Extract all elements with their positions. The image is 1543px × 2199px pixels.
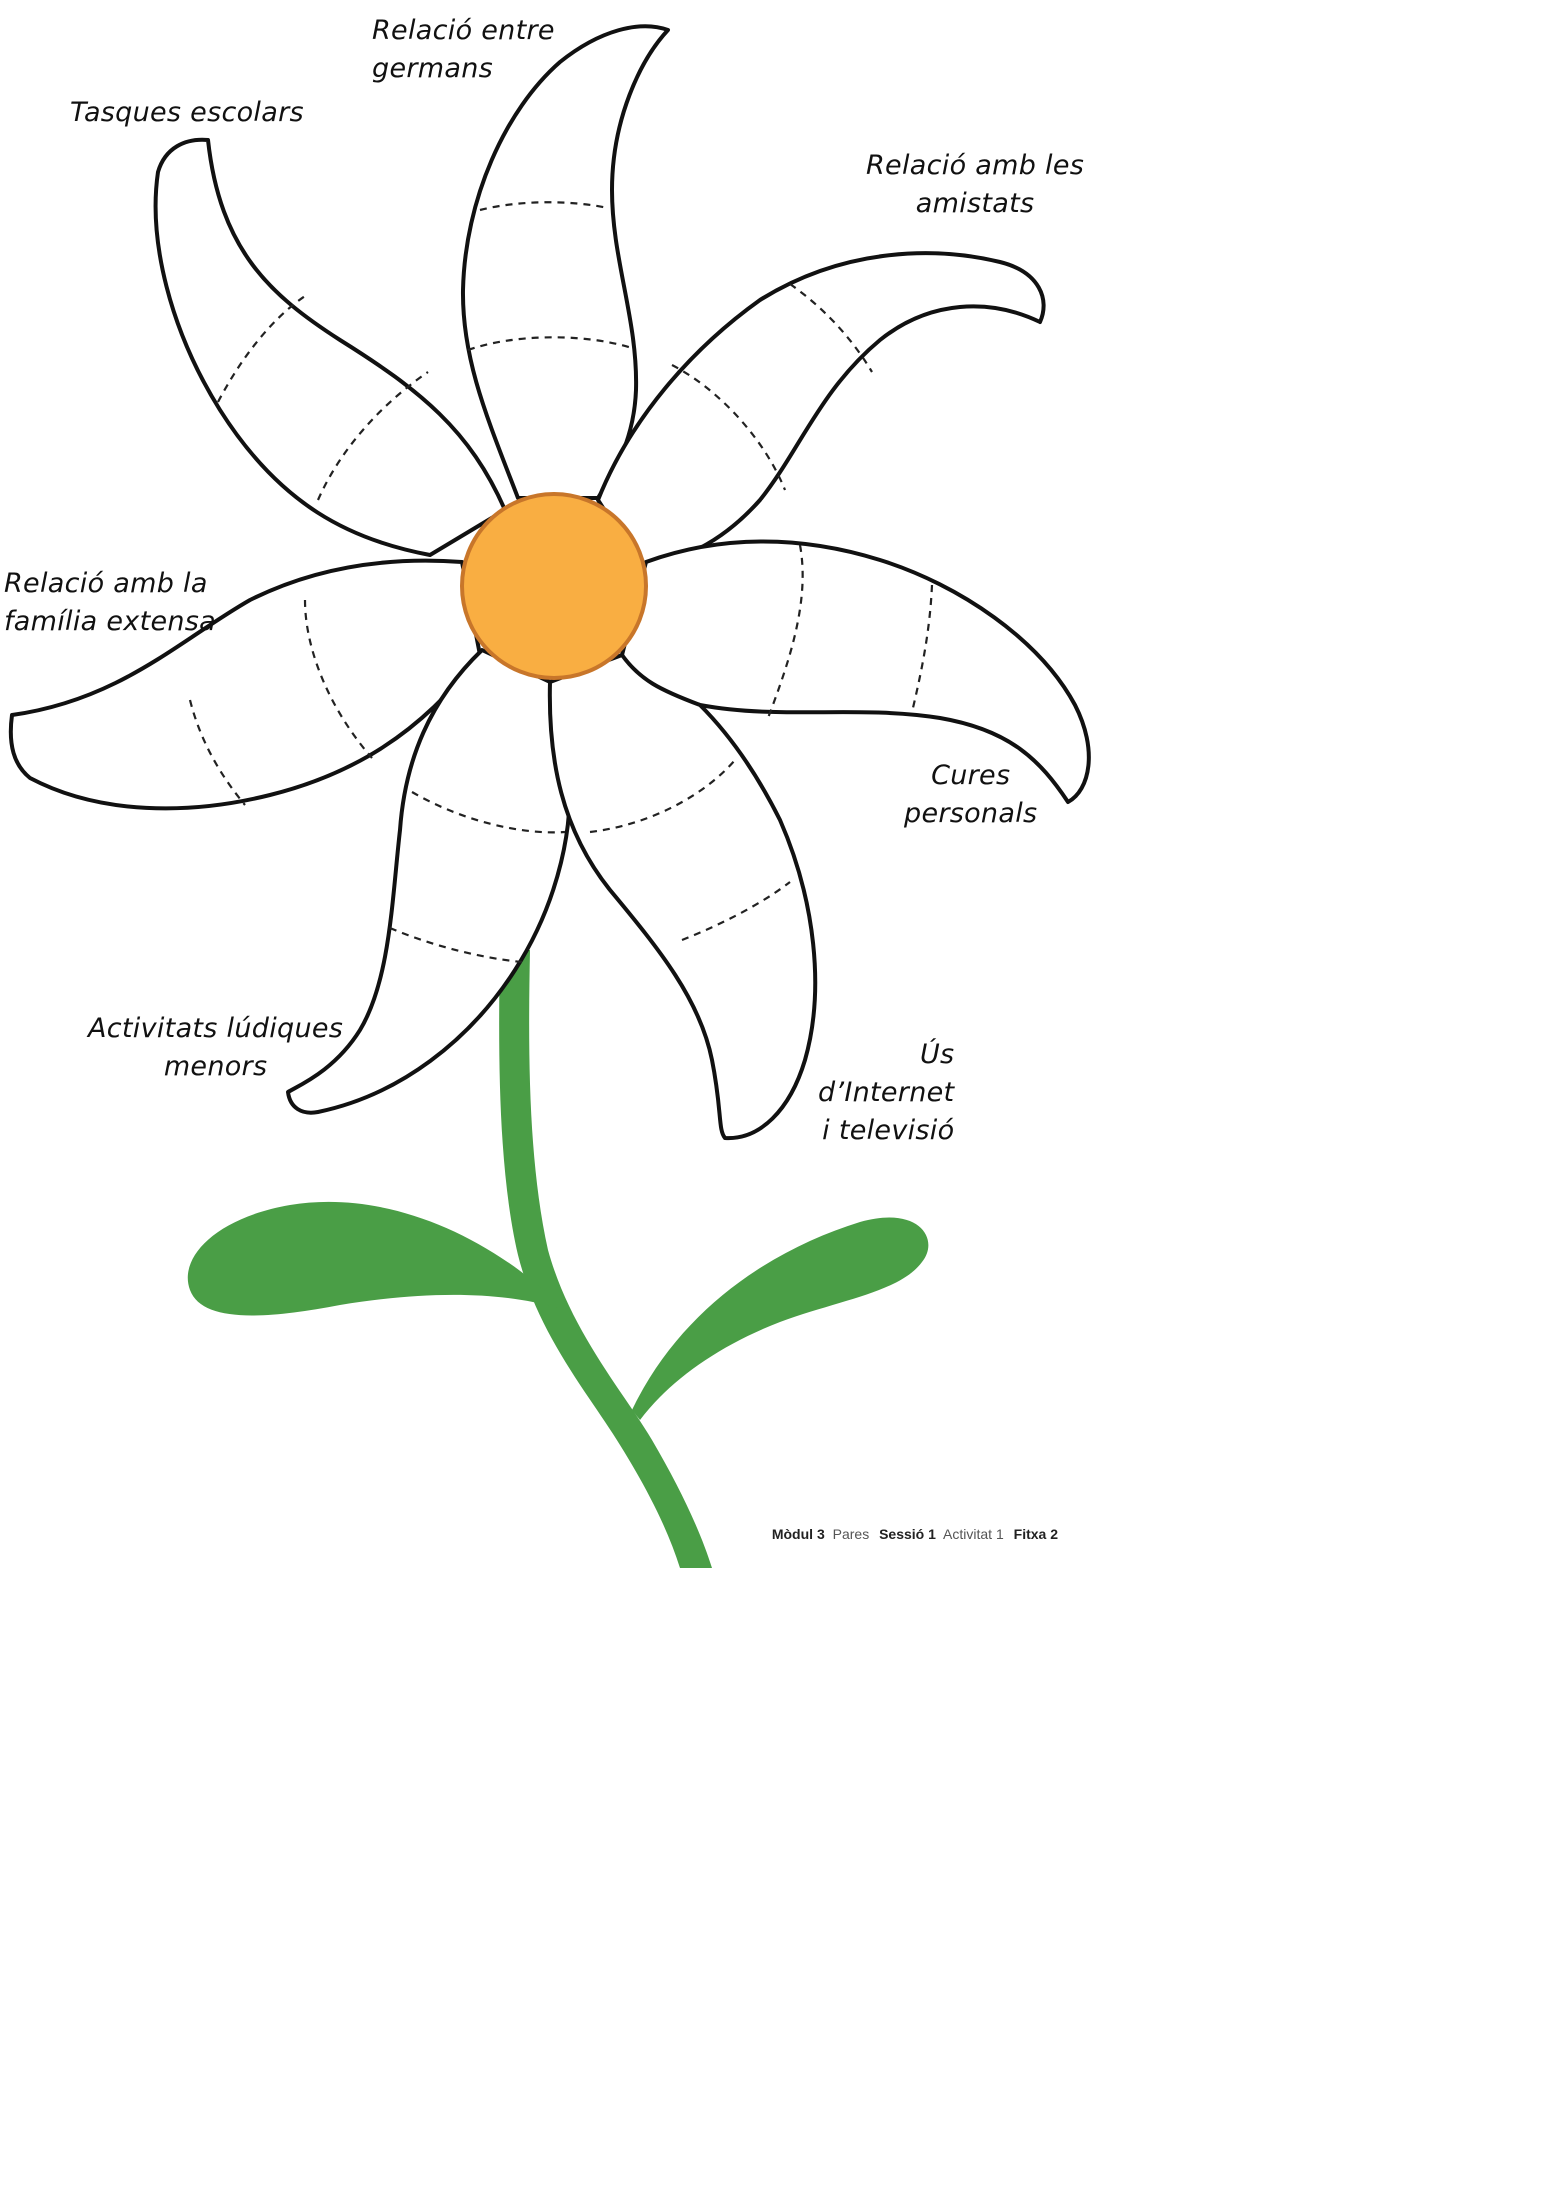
label-internet-tv-line1: Ús [818, 1036, 954, 1074]
footer-sheet: Fitxa 2 [1014, 1526, 1058, 1542]
footer-audience: Pares [833, 1526, 870, 1542]
label-siblings: Relació entre germans [372, 12, 555, 88]
label-personal-care-line2: personals [904, 795, 1037, 833]
page-footer: Mòdul 3 Pares Sessió 1 Activitat 1 Fitxa… [772, 1526, 1062, 1542]
petal-homework [156, 140, 505, 555]
stem [499, 950, 712, 1568]
label-homework-line1: Tasques escolars [70, 94, 304, 132]
label-play-line1: Activitats lúdiques [88, 1010, 343, 1048]
label-personal-care-line1: Cures [904, 757, 1037, 795]
label-friends-line1: Relació amb les [866, 147, 1084, 185]
leaf-right [632, 1217, 928, 1420]
petal-internet-tv [550, 655, 815, 1138]
label-siblings-line2: germans [372, 50, 555, 88]
label-homework: Tasques escolars [70, 94, 304, 132]
petal-friends [598, 253, 1044, 568]
label-play: Activitats lúdiques menors [88, 1010, 343, 1086]
label-internet-tv-line3: i televisió [818, 1112, 954, 1150]
label-siblings-line1: Relació entre [372, 12, 555, 50]
label-play-line2: menors [88, 1048, 343, 1086]
label-friends: Relació amb les amistats [866, 147, 1084, 223]
label-extended-family-line2: família extensa [4, 603, 216, 641]
flower-center [462, 494, 646, 678]
label-personal-care: Cures personals [904, 757, 1037, 833]
label-friends-line2: amistats [866, 185, 1084, 223]
footer-session: Sessió 1 [879, 1526, 936, 1542]
footer-activity: Activitat 1 [943, 1526, 1004, 1542]
label-internet-tv-line2: d’Internet [818, 1074, 954, 1112]
label-extended-family-line1: Relació amb la [4, 565, 216, 603]
label-extended-family: Relació amb la família extensa [4, 565, 216, 641]
leaf-left [188, 1202, 558, 1316]
footer-module: Mòdul 3 [772, 1526, 825, 1542]
label-internet-tv: Ús d’Internet i televisió [818, 1036, 954, 1150]
